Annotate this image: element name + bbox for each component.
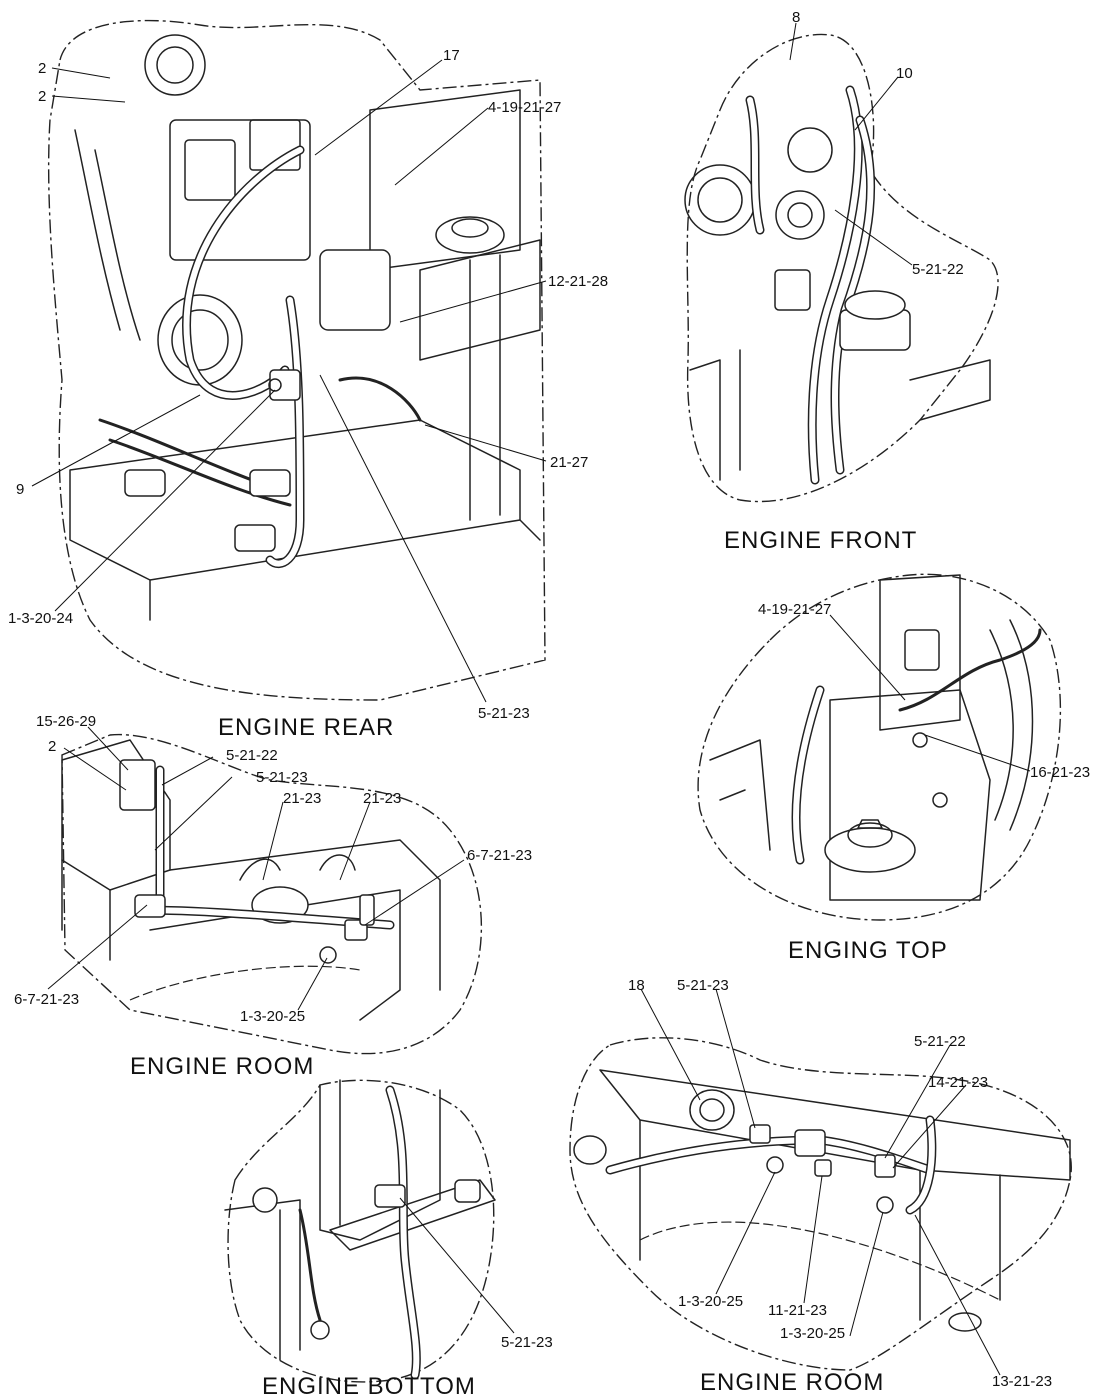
view-titles: ENGINE REAR ENGINE FRONT ENGING TOP ENGI… [130,527,948,1400]
view-title-engine-front: ENGINE FRONT [724,527,917,554]
callout: 2 [48,738,56,755]
callout: 1-3-20-25 [780,1325,845,1342]
callout: 4-19-21-27 [488,99,561,116]
callout: 6-7-21-23 [467,847,532,864]
callouts-engine-front: 8 10 5-21-22 [792,9,964,278]
callout: 18 [628,977,645,994]
callout: 9 [16,481,24,498]
callout: 12-21-28 [548,273,608,290]
callouts-engine-top: 4-19-21-27 16-21-23 [758,601,1090,781]
callout: 5-21-23 [256,769,308,786]
callout: 5-21-22 [226,747,278,764]
view-engine-room-right [569,1037,1072,1371]
view-engine-rear [47,19,546,701]
view-title-engine-room-left: ENGINE ROOM [130,1053,314,1080]
callout: 11-21-23 [768,1302,827,1319]
callout: 21-23 [283,790,321,807]
callout: 13-21-23 [992,1373,1052,1390]
callout: 8 [792,9,800,26]
callout: 17 [443,47,460,64]
view-title-engine-bottom: ENGINE BOTTOM [262,1373,476,1400]
callouts-engine-room-right: 18 5-21-23 5-21-22 14-21-23 1-3-20-25 11… [628,977,1052,1390]
view-engine-top [697,573,1062,921]
callout: 1-3-20-25 [678,1293,743,1310]
callout: 16-21-23 [1030,764,1090,781]
callout: 4-19-21-27 [758,601,831,618]
callouts-engine-rear: 2 2 17 4-19-21-27 12-21-28 21-27 9 1-3-2… [8,47,608,722]
callouts-engine-room-left: 15-26-29 2 5-21-22 5-21-23 21-23 21-23 6… [14,713,532,1025]
view-engine-bottom [224,1079,496,1383]
view-title-engine-room-right: ENGINE ROOM [700,1369,884,1396]
callout: 10 [896,65,913,82]
callout: 14-21-23 [928,1074,988,1091]
callout: 2 [38,60,46,77]
callout: 5-21-22 [912,261,964,278]
callout: 1-3-20-25 [240,1008,305,1025]
callout: 5-21-23 [677,977,729,994]
callout: 6-7-21-23 [14,991,79,1008]
callout: 5-21-23 [478,705,530,722]
callout: 2 [38,88,46,105]
callout: 5-21-23 [501,1334,553,1351]
callout: 15-26-29 [36,713,96,730]
callout: 21-27 [550,454,588,471]
view-engine-front [684,33,999,503]
callout: 1-3-20-24 [8,610,73,627]
view-engine-room-left [61,733,483,1055]
view-title-engine-rear: ENGINE REAR [218,714,394,741]
callout: 5-21-22 [914,1033,966,1050]
callout: 21-23 [363,790,401,807]
callouts-engine-bottom: 5-21-23 [501,1334,553,1351]
view-title-engine-top: ENGING TOP [788,937,948,964]
leader-lines [31,22,1031,1376]
